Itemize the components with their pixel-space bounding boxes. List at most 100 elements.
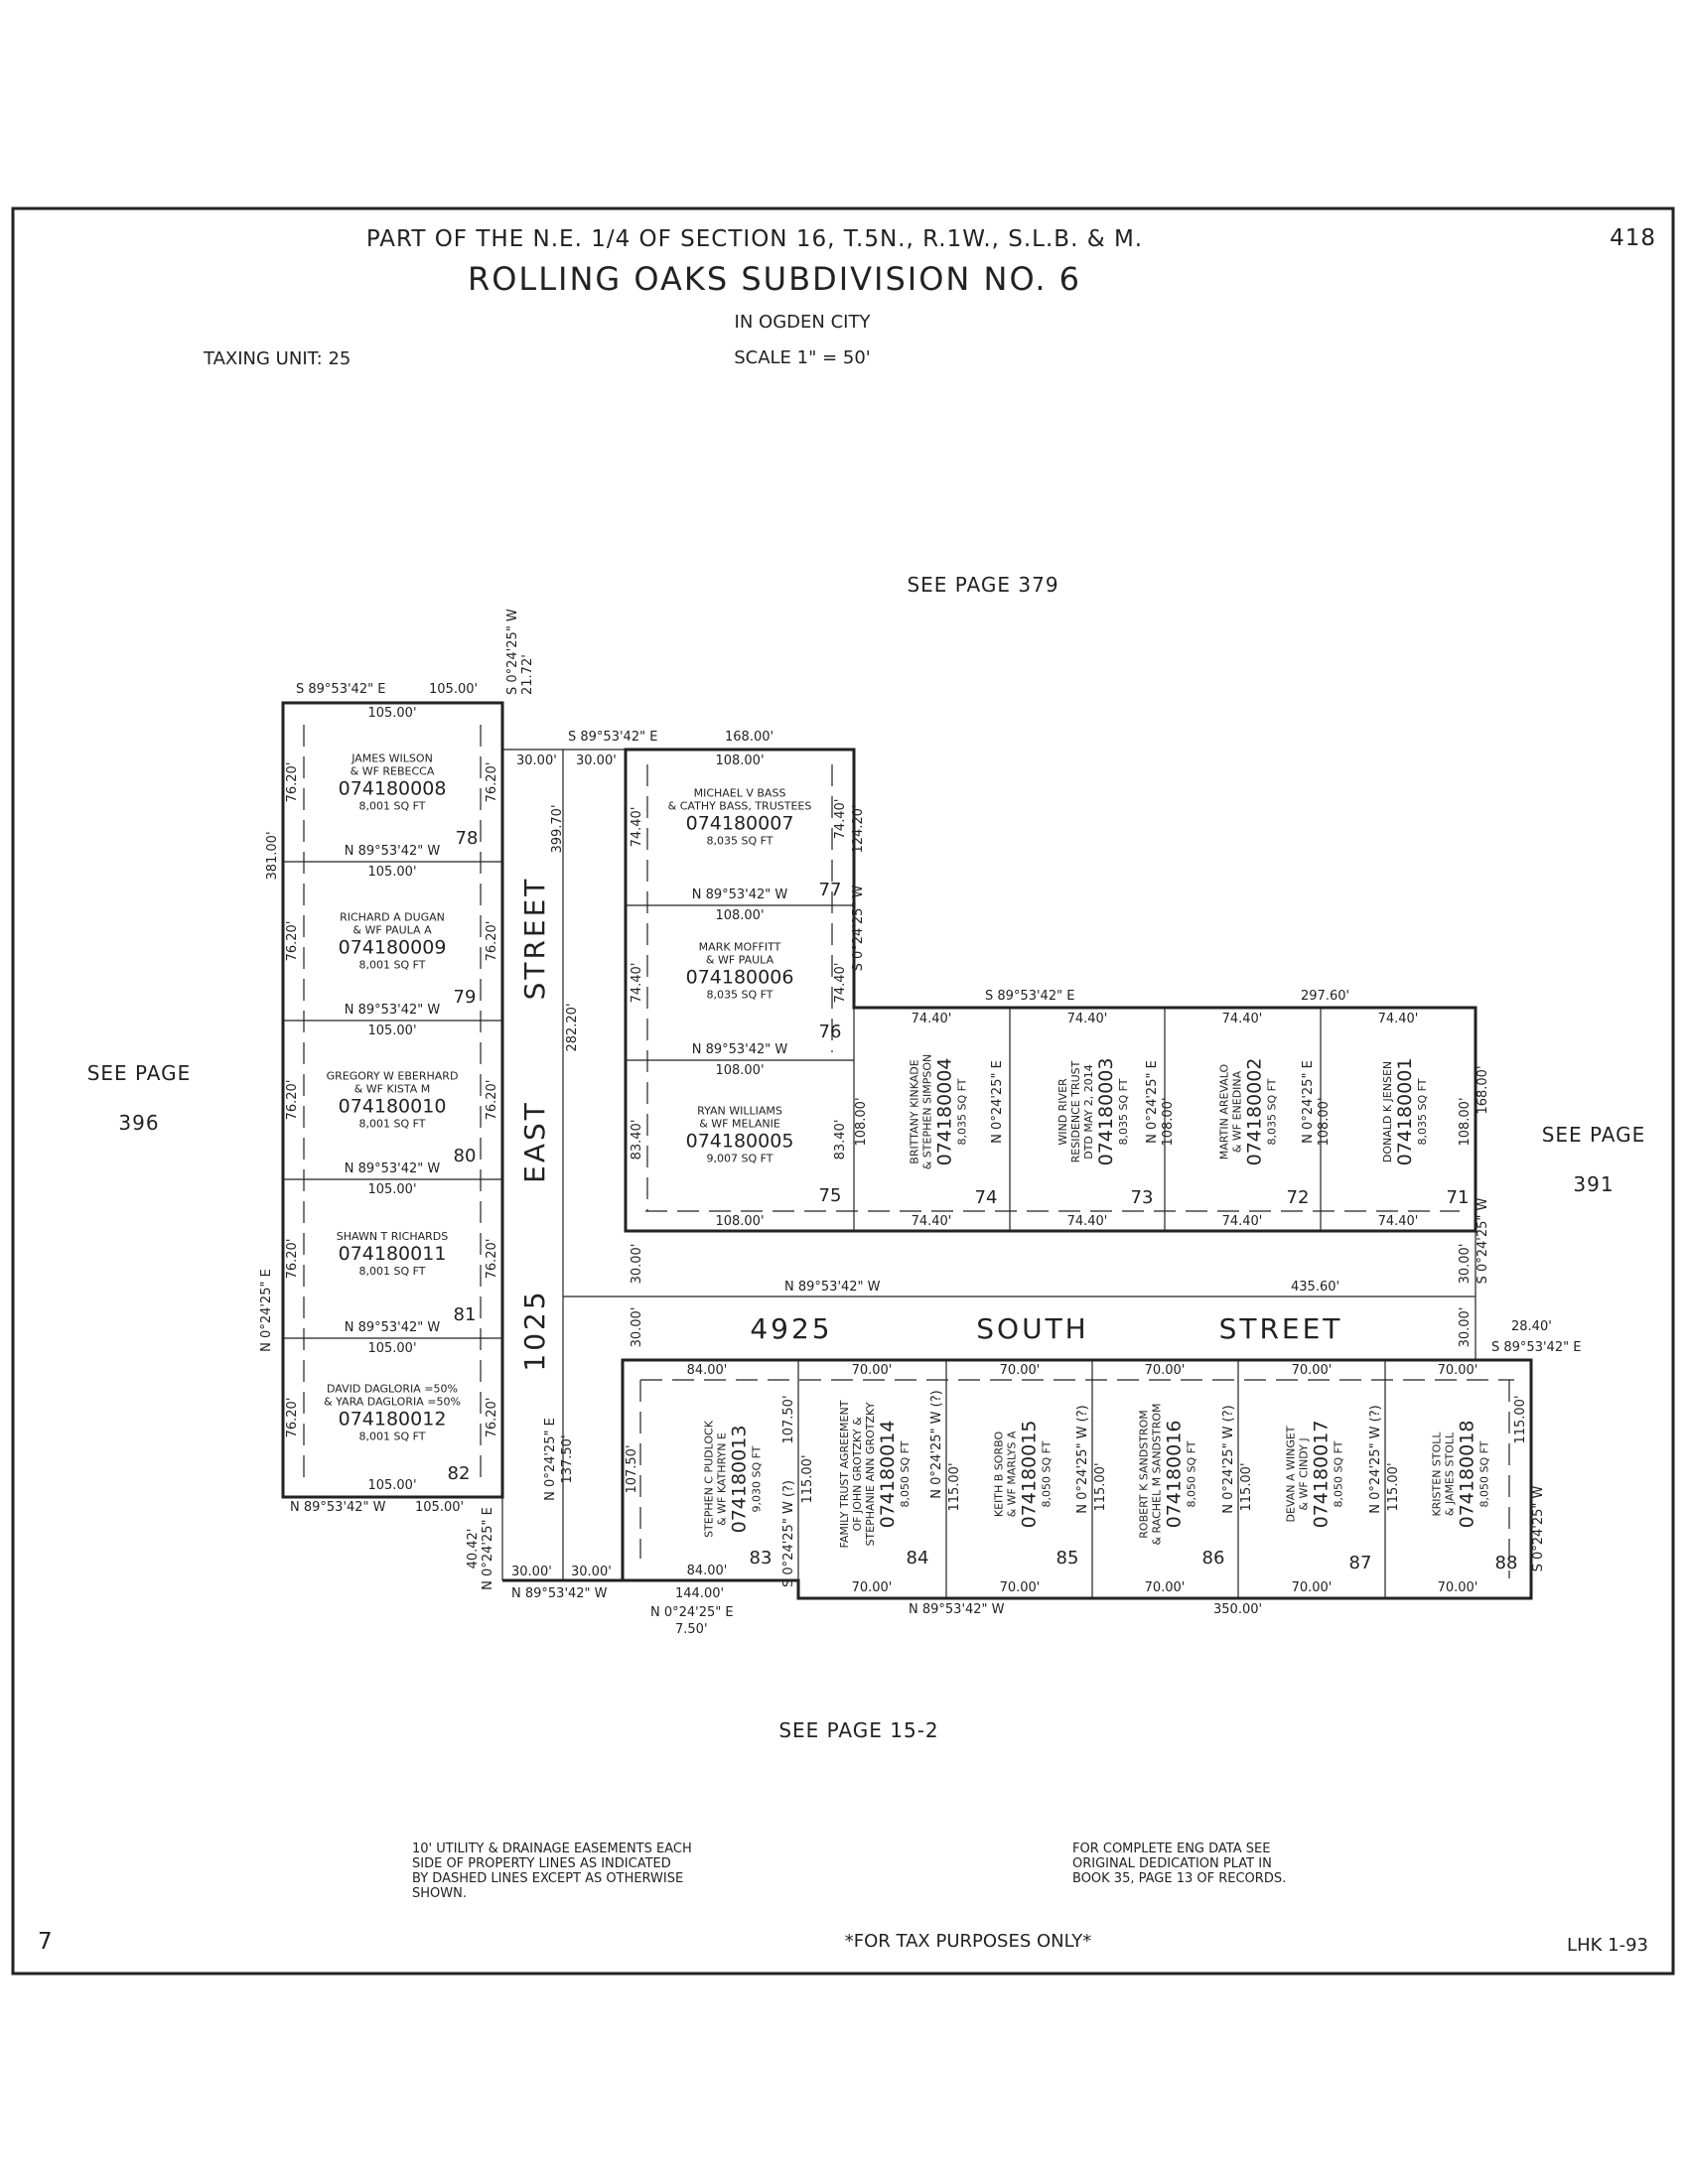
svg-text:N 89°53'42" W: N 89°53'42" W	[345, 1003, 441, 1018]
owner-name: STEPHEN C PUDLOCK	[703, 1420, 716, 1538]
lot-number: 83	[750, 1548, 773, 1569]
owner-name: & WF PAULA A	[352, 924, 432, 937]
svg-text:30.00': 30.00'	[630, 1244, 644, 1285]
dim-central-top-len: 168.00'	[725, 730, 774, 745]
svg-text:76.20': 76.20'	[485, 1239, 499, 1280]
see-page-bottom[interactable]: SEE PAGE 15-2	[778, 1718, 938, 1742]
header-location: PART OF THE N.E. 1/4 OF SECTION 16, T.5N…	[366, 226, 1143, 252]
lot-area: 8,035 SQ FT	[1117, 1078, 1130, 1145]
svg-text:74.40': 74.40'	[1222, 1214, 1263, 1229]
page-number: 418	[1610, 225, 1656, 251]
owner-name: & RACHEL M SANDSTROM	[1151, 1403, 1164, 1545]
see-page-right-line1[interactable]: SEE PAGE	[1542, 1123, 1646, 1147]
svg-text:84.00': 84.00'	[687, 1363, 728, 1378]
svg-text:S 0°24'25" W: S 0°24'25" W	[1531, 1485, 1546, 1571]
owner-name: KEITH B SORBO	[993, 1432, 1006, 1518]
see-page-left-line1[interactable]: SEE PAGE	[87, 1061, 192, 1085]
svg-text:124.20': 124.20'	[851, 804, 866, 853]
owner-name: MARK MOFFITT	[699, 941, 781, 954]
svg-text:74.40': 74.40'	[1067, 1012, 1108, 1026]
lot-80[interactable]: GREGORY W EBERHARD& WF KISTA M0741800108…	[327, 1070, 459, 1131]
owner-name: & WF CINDY J	[1298, 1437, 1311, 1510]
parcel-number: 074180013	[729, 1426, 751, 1534]
lot-area: 8,050 SQ FT	[1041, 1440, 1054, 1507]
street-name-east: EAST	[518, 1100, 551, 1183]
west-block-boundary	[281, 701, 504, 1499]
owner-name: STEPHANIE ANN GROTZKY	[864, 1402, 877, 1546]
central-block-boundary	[624, 748, 1477, 1233]
svg-text:N 89°53'42" W: N 89°53'42" W	[345, 1320, 441, 1335]
lot-area: 8,035 SQ FT	[1266, 1078, 1279, 1145]
lot-number: 78	[456, 828, 479, 849]
owner-name: & YARA DAGLORIA =50%	[324, 1396, 461, 1409]
note-eng-line2: ORIGINAL DEDICATION PLAT IN	[1072, 1856, 1272, 1871]
dim-se-bearing: S 89°53'42" E	[1491, 1340, 1581, 1355]
svg-text:108.00': 108.00'	[854, 1097, 869, 1146]
owner-name: SHAWN T RICHARDS	[337, 1230, 448, 1243]
lot-number: 72	[1287, 1187, 1310, 1208]
dim-lot80-top: 105.00'	[367, 1024, 416, 1038]
svg-text:74.40': 74.40'	[1378, 1012, 1419, 1026]
svg-text:70.00': 70.00'	[1145, 1363, 1186, 1378]
svg-text:115.00': 115.00'	[1093, 1462, 1108, 1511]
owner-name: & WF MELANIE	[699, 1118, 780, 1131]
lot-number: 76	[819, 1022, 842, 1042]
see-page-top[interactable]: SEE PAGE 379	[907, 573, 1058, 597]
svg-text:70.00': 70.00'	[852, 1363, 893, 1378]
lot-79[interactable]: RICHARD A DUGAN& WF PAULA A0741800098,00…	[339, 911, 447, 972]
note-easement-line1: 10' UTILITY & DRAINAGE EASEMENTS EACH	[412, 1842, 692, 1856]
owner-name: DTD MAY 2, 2014	[1082, 1064, 1095, 1160]
svg-text:74.40': 74.40'	[1222, 1012, 1263, 1026]
svg-text:74.40': 74.40'	[833, 799, 848, 840]
dim-lot78-top: 105.00'	[367, 706, 416, 721]
svg-text:30.00': 30.00'	[1458, 1307, 1473, 1348]
svg-text:70.00': 70.00'	[1292, 1363, 1333, 1378]
lot-82[interactable]: DAVID DAGLORIA =50%& YARA DAGLORIA =50%0…	[324, 1383, 461, 1443]
lot-number: 86	[1202, 1548, 1225, 1569]
lot-number: 81	[454, 1304, 477, 1325]
svg-text:107.50': 107.50'	[625, 1444, 639, 1493]
dim-west-total: 381.00'	[265, 831, 280, 880]
svg-text:107.50': 107.50'	[781, 1395, 796, 1443]
parcel-number: 074180010	[339, 1096, 447, 1118]
svg-text:70.00': 70.00'	[1145, 1580, 1186, 1595]
svg-text:76.20': 76.20'	[285, 1239, 300, 1280]
owner-name: MARTIN AREVALO	[1218, 1063, 1231, 1160]
owner-name: & WF ENEDINA	[1231, 1070, 1244, 1153]
note-eng-line3: BOOK 35, PAGE 13 OF RECORDS.	[1072, 1871, 1286, 1886]
parcel-number: 074180014	[877, 1421, 899, 1529]
see-page-left-line2[interactable]: 396	[118, 1111, 159, 1135]
svg-text:30.00': 30.00'	[571, 1565, 612, 1579]
dim-jog-len: 7.50'	[675, 1622, 708, 1637]
svg-text:83.40': 83.40'	[833, 1120, 848, 1160]
lot-area: 8,035 SQ FT	[1416, 1078, 1429, 1145]
svg-text:76.20': 76.20'	[485, 1398, 499, 1438]
see-page-right-line2[interactable]: 391	[1573, 1172, 1614, 1196]
svg-text:76.20': 76.20'	[285, 762, 300, 803]
lot-77[interactable]: MICHAEL V BASS& CATHY BASS, TRUSTEES0741…	[668, 787, 812, 848]
owner-name: RESIDENCE TRUST	[1069, 1060, 1082, 1162]
owner-name: DONALD K JENSEN	[1381, 1061, 1394, 1162]
street-name-1025: 1025	[518, 1289, 551, 1371]
svg-text:70.00': 70.00'	[1292, 1580, 1333, 1595]
street-name-street-vertical: STREET	[518, 877, 551, 1001]
svg-text:N 89°53'42" W: N 89°53'42" W	[345, 844, 441, 859]
owner-name: & WF KATHRYN E	[716, 1433, 729, 1526]
lot-75[interactable]: RYAN WILLIAMS& WF MELANIE0741800059,007 …	[686, 1105, 794, 1165]
owner-name: MICHAEL V BASS	[694, 787, 786, 800]
svg-text:74.40': 74.40'	[1378, 1214, 1419, 1229]
lot-area: 8,001 SQ FT	[359, 1118, 426, 1131]
